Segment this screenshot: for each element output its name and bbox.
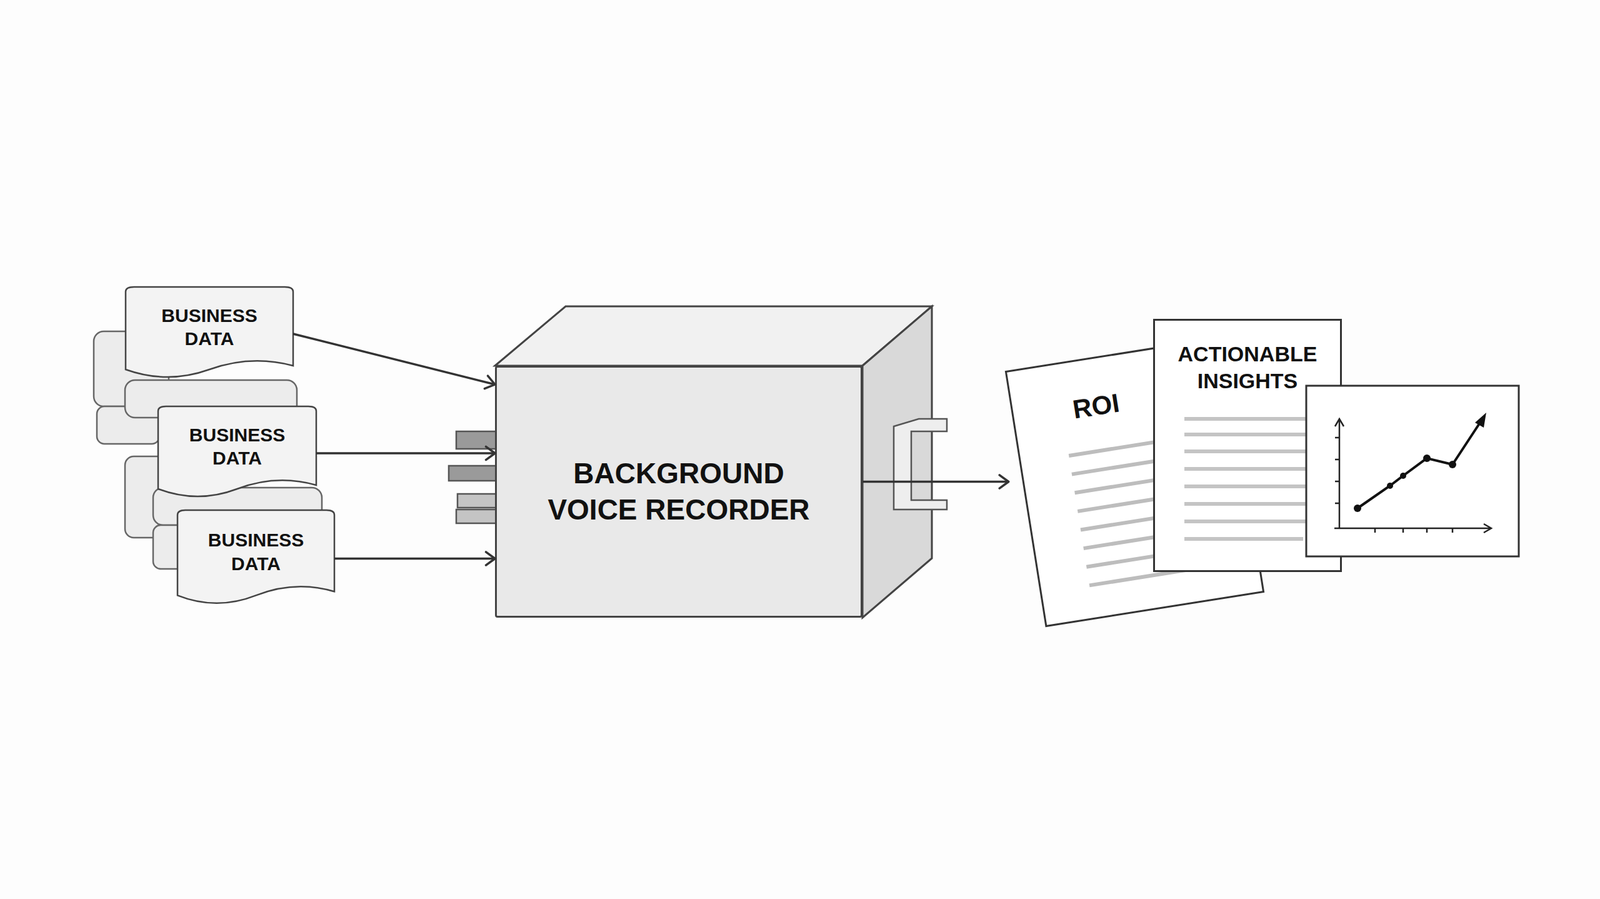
- report-sheet: ACTIONABLE INSIGHTS: [1153, 318, 1342, 572]
- arrow-head: [485, 551, 495, 565]
- text-line: [1184, 449, 1322, 454]
- text-lines: [1153, 318, 1342, 572]
- flow-connector: [334, 551, 495, 565]
- flow-connector: [862, 475, 1009, 489]
- trend-arrowhead: [1475, 412, 1487, 428]
- trend-points: [1353, 454, 1457, 512]
- data-source-box: BUSINESS DATA: [158, 406, 317, 500]
- arrow-head: [485, 446, 495, 460]
- node-label: BUSINESS DATA: [150, 303, 269, 351]
- arrow-head: [484, 375, 495, 389]
- text-line: [1184, 466, 1322, 471]
- text-line: [1184, 501, 1322, 506]
- data-point: [1353, 504, 1362, 512]
- node-label: ACTIONABLE INSIGHTS: [1166, 340, 1329, 394]
- port-handle: [893, 418, 947, 510]
- document-outline: [125, 286, 294, 377]
- connector-line: [316, 451, 495, 455]
- node-label: BUSINESS DATA: [178, 423, 297, 470]
- tick: [1426, 528, 1429, 533]
- text-line: [1184, 432, 1322, 437]
- output-port: [893, 418, 947, 510]
- data-source-box: BUSINESS DATA: [125, 286, 294, 381]
- axis-head: [1483, 523, 1492, 533]
- data-point: [1423, 454, 1431, 462]
- tick: [1402, 528, 1405, 533]
- tick: [1374, 528, 1377, 533]
- connector-line: [862, 480, 1009, 484]
- document-outline: [177, 510, 335, 604]
- document-outline: [158, 406, 317, 497]
- recorder-top: [495, 306, 932, 366]
- text-line: [1184, 416, 1322, 421]
- text-line: [1184, 536, 1304, 541]
- node-label: ROI: [1070, 386, 1122, 427]
- text-line: [1184, 484, 1322, 489]
- data-point: [1400, 472, 1407, 479]
- recorder-box: BACKGROUND VOICE RECORDER: [495, 365, 863, 618]
- text-line: [1184, 519, 1322, 524]
- connector-line: [293, 333, 495, 385]
- node-label: BUSINESS DATA: [196, 528, 316, 575]
- chart-axes: [1334, 418, 1492, 533]
- arrow-head: [999, 475, 1009, 489]
- node-label: BACKGROUND VOICE RECORDER: [531, 455, 826, 528]
- data-point: [1386, 482, 1394, 489]
- flow-connector: [293, 333, 495, 389]
- tick: [1451, 528, 1454, 533]
- data-source-box: BUSINESS DATA: [177, 510, 335, 607]
- connector-line: [334, 557, 495, 560]
- data-point: [1448, 460, 1457, 469]
- x-axis: [1334, 527, 1491, 530]
- flow-connector: [316, 446, 495, 460]
- trend-line: [1357, 418, 1483, 509]
